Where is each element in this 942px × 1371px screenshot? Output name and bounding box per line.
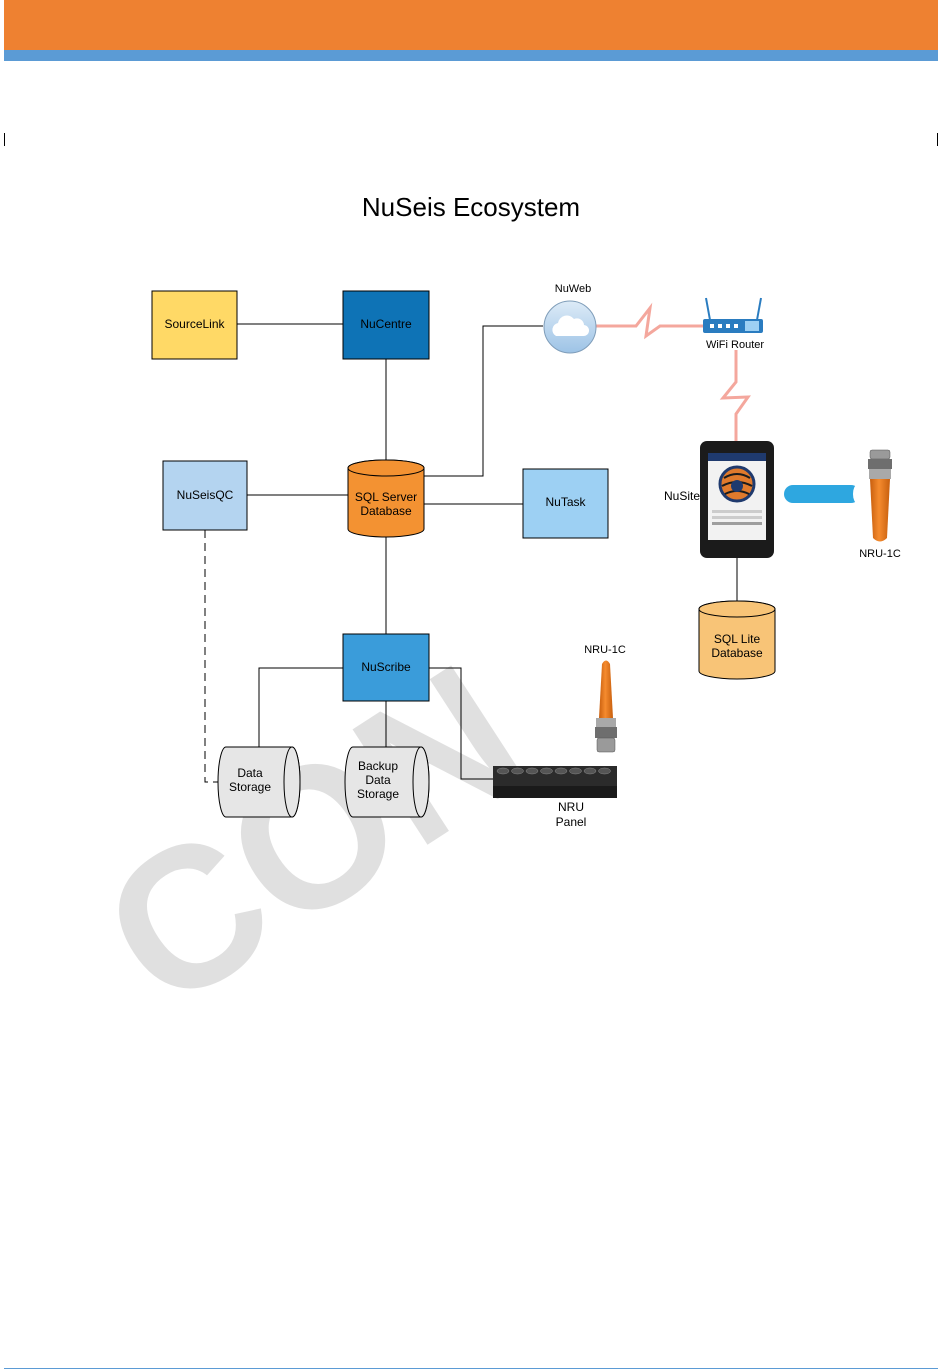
sql-server-database-node: SQL Server Database [348, 460, 424, 537]
sql-lite-label-line1: SQL Lite [714, 632, 761, 646]
link-sqlserver-nuweb [424, 326, 543, 476]
nru-sensor-icon [595, 661, 617, 753]
nuscribe-label: NuScribe [361, 660, 411, 674]
nru-panel-icon [493, 766, 617, 798]
sql-lite-label-line2: Database [711, 646, 763, 660]
nru-1c-panel-label: NRU-1C [584, 644, 626, 656]
nru-1c-right-label: NRU-1C [859, 548, 901, 560]
backup-label-line2: Data [365, 773, 391, 787]
tablet-icon [700, 441, 774, 558]
nru-1c-panel-node: NRU-1C [584, 644, 626, 752]
backup-data-storage-node: Backup Data Storage [345, 747, 429, 817]
sourcelink-node: SourceLink [152, 291, 237, 359]
nuseisqc-label: NuSeisQC [177, 488, 234, 502]
data-storage-node: Data Storage [218, 747, 300, 817]
lightning-icon [723, 350, 748, 442]
nucentre-node: NuCentre [343, 291, 429, 359]
sql-server-label-line2: Database [360, 504, 412, 518]
nru-panel-label-line2: Panel [556, 815, 587, 829]
nuweb-node: NuWeb [544, 283, 596, 353]
nru-panel-slot [512, 768, 524, 774]
nru-panel-slot [599, 768, 611, 774]
nuseisqc-node: NuSeisQC [163, 461, 247, 530]
nuscribe-node: NuScribe [343, 634, 429, 701]
footer-rule [4, 1368, 938, 1369]
nru-1c-right-node: NRU-1C [859, 450, 901, 560]
sql-server-label-line1: SQL Server [355, 490, 417, 504]
nru-panel-slot [584, 768, 596, 774]
connectors [205, 324, 737, 782]
nru-panel-slot [570, 768, 582, 774]
sourcelink-label: SourceLink [164, 317, 225, 331]
nusite-node: NuSite [664, 441, 774, 558]
nru-panel-slot [555, 768, 567, 774]
nusite-label: NuSite [664, 489, 700, 503]
link-nuscribe-datastorage [259, 668, 343, 752]
data-storage-label-line1: Data [237, 766, 263, 780]
data-storage-label-line2: Storage [229, 780, 271, 794]
link-nuseisqc-datastorage-dashed [205, 530, 218, 782]
nru-panel-node: NRU Panel [493, 766, 617, 829]
nucentre-label: NuCentre [360, 317, 412, 331]
wifi-router-icon [703, 298, 763, 333]
nru-panel-slot [526, 768, 538, 774]
bluetooth-link [784, 485, 861, 503]
wifi-router-node: WiFi Router [703, 298, 764, 351]
nru-panel-slot [497, 768, 509, 774]
backup-label-line1: Backup [358, 759, 398, 773]
lightning-icon [596, 308, 704, 336]
sql-lite-database-node: SQL Lite Database [699, 601, 775, 679]
nutask-node: NuTask [523, 469, 608, 538]
nru-sensor-icon [868, 450, 892, 542]
nutask-label: NuTask [545, 495, 586, 509]
nru-panel-label-line1: NRU [558, 800, 584, 814]
wifi-router-label: WiFi Router [706, 339, 764, 351]
nuweb-label: NuWeb [555, 283, 591, 295]
backup-label-line3: Storage [357, 787, 399, 801]
nru-panel-slot [541, 768, 553, 774]
link-nuscribe-nrupanel [429, 668, 493, 779]
